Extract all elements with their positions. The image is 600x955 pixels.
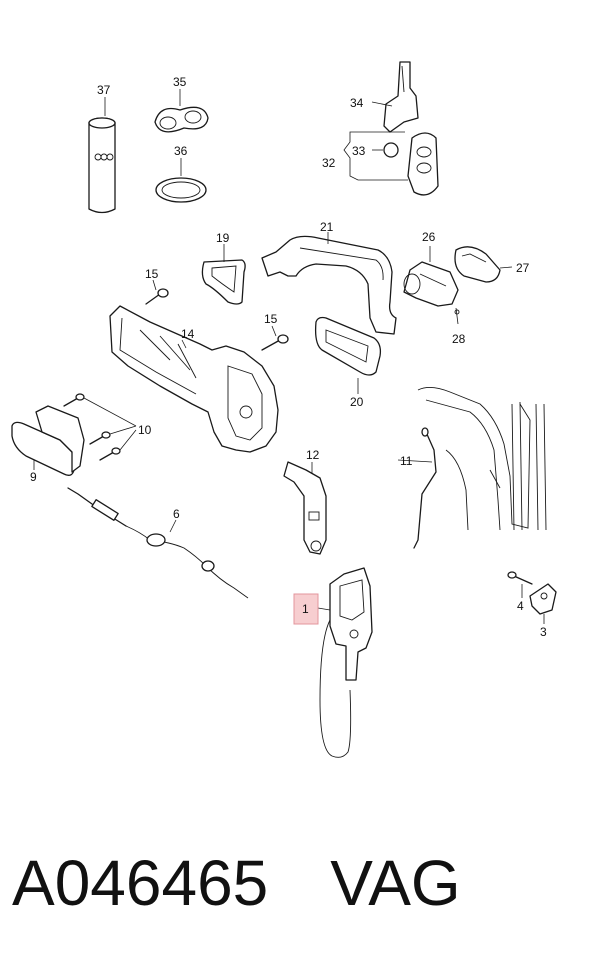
part-37-grease-can — [88, 97, 116, 214]
callout-27: 27 — [516, 261, 530, 275]
callout-9: 9 — [30, 470, 37, 484]
callout-35: 35 — [173, 75, 187, 89]
brand-name: VAG — [330, 847, 461, 919]
part-21-door-handle — [261, 232, 397, 335]
callout-11: 11 — [400, 454, 413, 468]
callout-15-lower: 15 — [264, 312, 278, 326]
highlight-callout-1 — [293, 593, 319, 625]
callout-28: 28 — [452, 332, 466, 346]
callout-10: 10 — [138, 423, 152, 437]
part-1-door-lock — [317, 567, 373, 758]
part-26-lock-cylinder — [403, 246, 460, 325]
callout-37: 37 — [97, 83, 111, 97]
part-10-screws — [63, 393, 137, 461]
part-4-screw — [507, 571, 533, 598]
callout-14: 14 — [181, 327, 195, 341]
part-11-rod — [397, 427, 437, 549]
part-9-handle-cover — [11, 405, 85, 476]
part-36-o-ring — [155, 158, 207, 203]
callout-36: 36 — [174, 144, 188, 158]
part-34-key-blade — [371, 61, 419, 133]
part-19-gasket — [201, 244, 246, 305]
part-15-screw-lower — [261, 325, 289, 351]
callout-15-upper: 15 — [145, 267, 159, 281]
part-12-lock-lever — [283, 461, 327, 555]
part-number-caption: A046465 VAG — [12, 838, 592, 928]
callout-4: 4 — [517, 599, 524, 613]
part-15-screw-upper — [145, 279, 169, 305]
door-body-outline — [417, 387, 547, 531]
part-32-remote-key — [343, 131, 439, 196]
callout-34: 34 — [350, 96, 364, 110]
callout-19: 19 — [216, 231, 230, 245]
callout-6: 6 — [173, 507, 180, 521]
callout-1: 1 — [302, 602, 309, 616]
callout-33: 33 — [352, 144, 366, 158]
part-14-handle-bracket — [109, 305, 279, 453]
callout-3: 3 — [540, 625, 547, 639]
part-number: A046465 — [12, 847, 269, 919]
part-35-seal — [154, 89, 209, 133]
part-6-bowden-cable — [67, 487, 249, 599]
part-27-cap — [454, 246, 513, 283]
callout-26: 26 — [422, 230, 436, 244]
part-3-striker-plate — [529, 583, 557, 624]
callout-32: 32 — [322, 156, 336, 170]
callout-20: 20 — [350, 395, 364, 409]
callout-21: 21 — [320, 220, 334, 234]
parts-diagram: 37 35 36 34 33 32 19 21 26 27 15 15 14 2… — [11, 61, 557, 758]
part-20-gasket — [314, 316, 382, 394]
callout-12: 12 — [306, 448, 320, 462]
